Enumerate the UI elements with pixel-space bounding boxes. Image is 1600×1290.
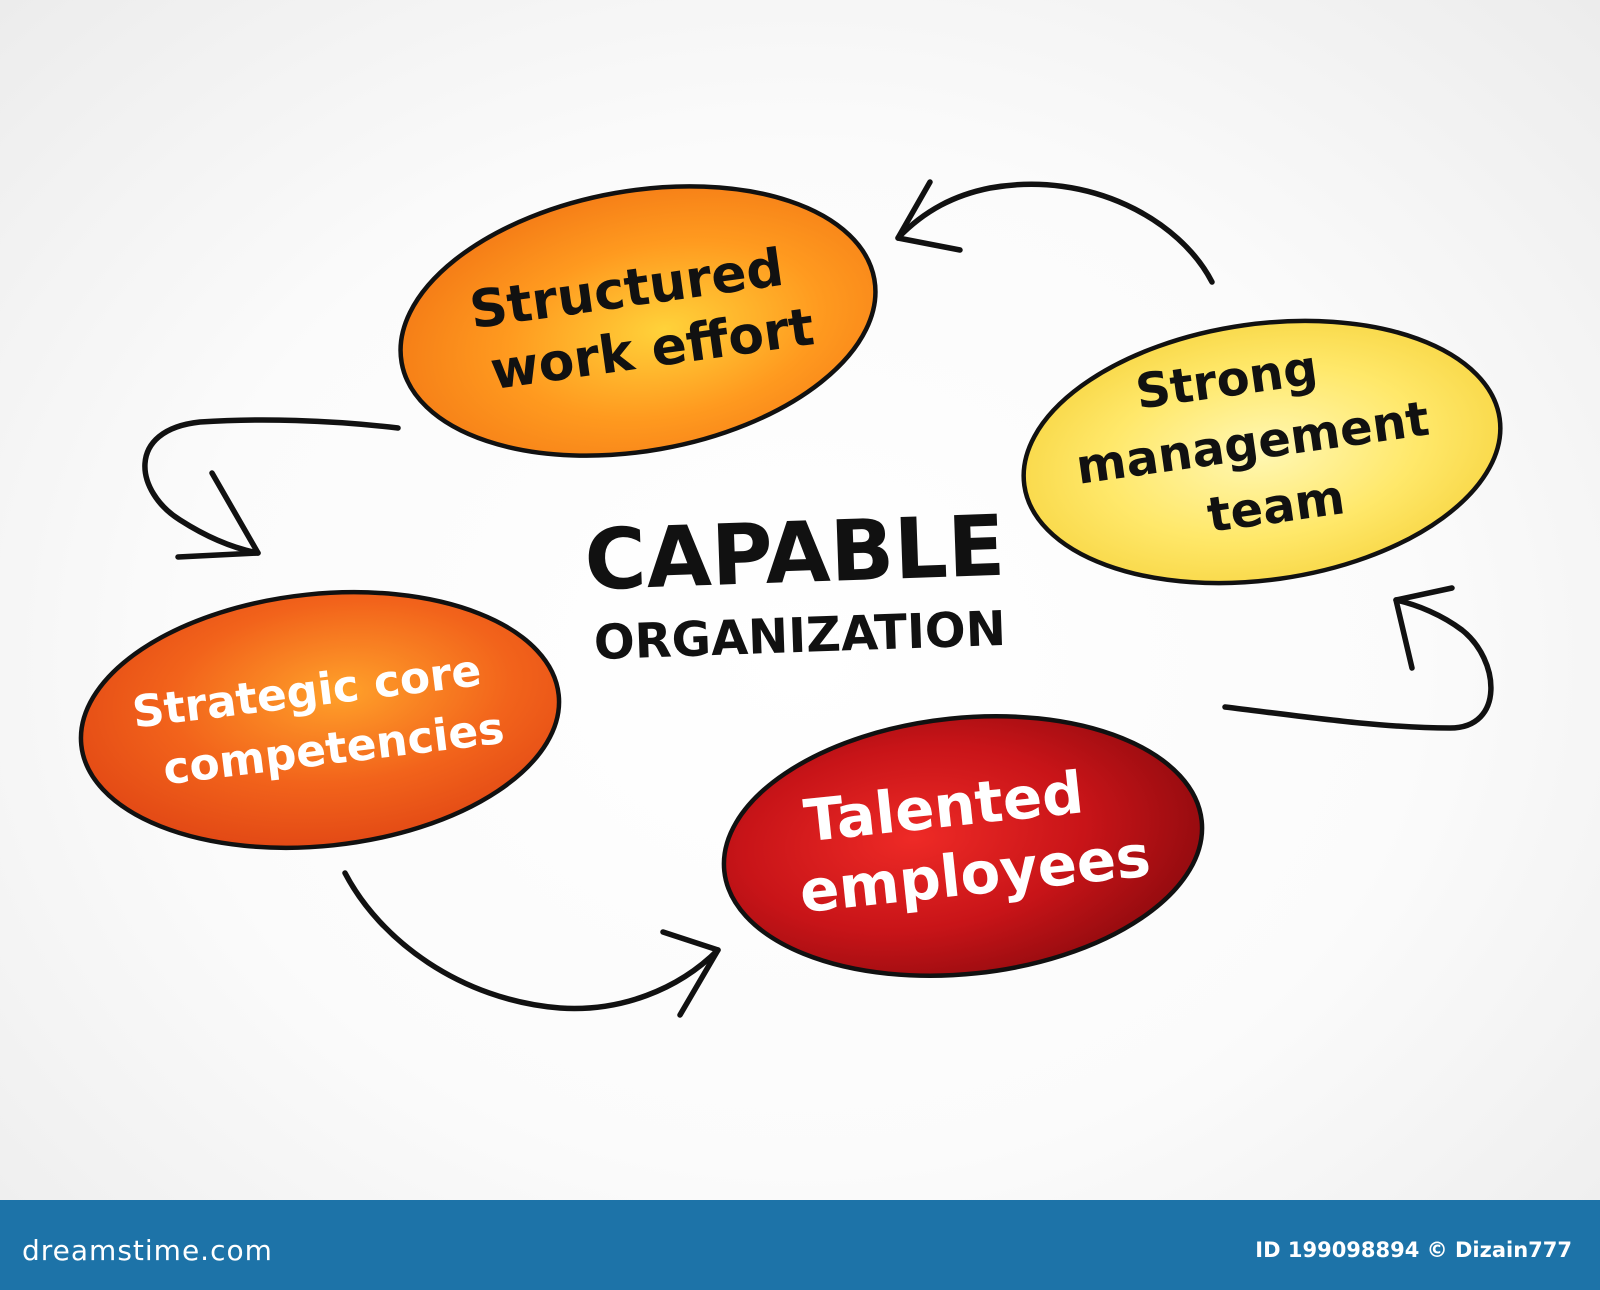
center-title-line-2: ORGANIZATION bbox=[593, 601, 1007, 671]
node-talented-shape bbox=[721, 714, 1205, 978]
arrowhead-talented-to-strong bbox=[1393, 585, 1455, 671]
arrowhead-structured-to-strategic bbox=[175, 470, 261, 560]
arrowhead-strong-to-structured bbox=[895, 179, 963, 253]
node-strong-shape bbox=[1021, 318, 1503, 586]
center-title: CAPABLE ORGANIZATION bbox=[583, 497, 1007, 671]
arrow-strong-to-structured bbox=[895, 181, 1215, 285]
diagram-canvas: Structured work effort Strong management… bbox=[0, 0, 1600, 1200]
mind-map-diagram: Structured work effort Strong management… bbox=[78, 179, 1503, 1018]
arrowhead-strategic-to-talented bbox=[660, 929, 721, 1018]
node-strategic: Strategic core competencies bbox=[78, 589, 562, 851]
arrow-talented-to-strong bbox=[1222, 597, 1494, 731]
node-talented: Talented employees bbox=[721, 714, 1205, 978]
footer-site-logo: dreamstime.com bbox=[22, 1234, 273, 1267]
center-title-line-1: CAPABLE bbox=[583, 497, 1007, 610]
arrow-structured-to-strategic bbox=[142, 417, 401, 556]
node-strong: Strong management team bbox=[1021, 318, 1503, 586]
node-strategic-shape bbox=[78, 589, 562, 851]
node-structured: Structured work effort bbox=[398, 184, 878, 458]
watermark-footer: dreamstime.com ID 199098894 © Dizain777 bbox=[0, 1200, 1600, 1290]
footer-image-credit: ID 199098894 © Dizain777 bbox=[1255, 1238, 1572, 1262]
arrow-strategic-to-talented bbox=[342, 870, 721, 1012]
node-structured-shape bbox=[398, 184, 878, 458]
